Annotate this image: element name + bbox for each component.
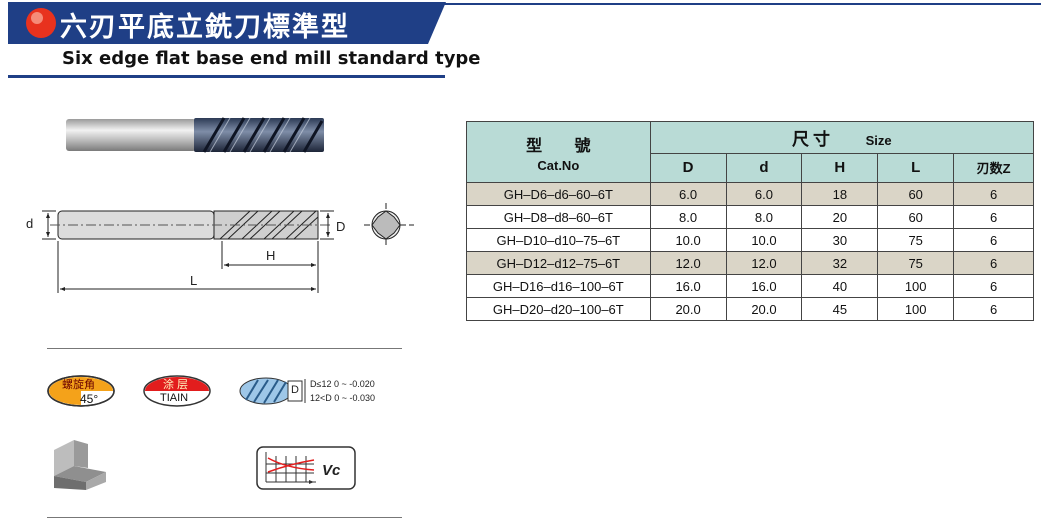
cell-cat: GH–D12–d12–75–6T [466, 251, 651, 275]
page-title: 六刃平底立銑刀標準型 [60, 12, 350, 43]
helix-angle-label: 螺旋角 [62, 379, 95, 391]
tolerance-line-2: 12<D 0 ~ -0.030 [310, 393, 376, 403]
top-rule [440, 3, 1041, 5]
cell-Z: 6 [953, 205, 1034, 229]
cell-D: 6.0 [649, 182, 727, 206]
table-row: GH–D16–d16–100–6T 16.0 16.0 40 100 6 [466, 274, 1034, 298]
cell-D: 8.0 [649, 205, 727, 229]
coating-value: TIAIN [160, 392, 189, 404]
cell-Z: 6 [953, 228, 1034, 252]
cell-cat: GH–D20–d20–100–6T [466, 297, 651, 321]
col-header-L: L [877, 152, 955, 184]
cutting-speed-label: Vc [322, 462, 341, 479]
header-cat-en: Cat.No [537, 157, 580, 173]
coating-label: 涂 层 [163, 379, 189, 391]
cell-Z: 6 [953, 251, 1034, 275]
cell-L: 60 [877, 182, 955, 206]
cell-D: 10.0 [649, 228, 727, 252]
divider-bottom [47, 517, 402, 518]
helix-angle-icon [47, 375, 115, 407]
page-subtitle: Six edge flat base end mill standard typ… [62, 48, 481, 69]
cell-d: 16.0 [725, 274, 803, 298]
cell-H: 30 [801, 228, 879, 252]
dim-label-d: d [26, 216, 34, 231]
cell-H: 20 [801, 205, 879, 229]
cutting-speed-icon [256, 446, 356, 490]
cell-L: 100 [877, 274, 955, 298]
col-header-H: H [801, 152, 879, 184]
table-row: GH–D10–d10–75–6T 10.0 10.0 30 75 6 [466, 228, 1034, 252]
dim-label-D: D [336, 219, 346, 234]
table-row: GH–D8–d8–60–6T 8.0 8.0 20 60 6 [466, 205, 1034, 229]
cell-d: 20.0 [725, 297, 803, 321]
cell-Z: 6 [953, 274, 1034, 298]
step-machining-icon [54, 440, 106, 490]
table-row: GH–D6–d6–60–6T 6.0 6.0 18 60 6 [466, 182, 1034, 206]
end-mill-photo [66, 117, 324, 153]
cell-H: 32 [801, 251, 879, 275]
cell-D: 20.0 [649, 297, 727, 321]
header-size: 尺寸 Size [649, 121, 1035, 154]
dim-label-H: H [266, 248, 276, 263]
divider-top [47, 348, 402, 349]
cell-Z: 6 [953, 182, 1034, 206]
cell-D: 12.0 [649, 251, 727, 275]
col-header-Z: 刃数Z [953, 152, 1034, 184]
col-header-d: d [725, 152, 803, 184]
cell-cat: GH–D16–d16–100–6T [466, 274, 651, 298]
subtitle-rule [8, 75, 445, 78]
cell-cat: GH–D6–d6–60–6T [466, 182, 651, 206]
cell-L: 75 [877, 228, 955, 252]
table-row: GH–D20–d20–100–6T 20.0 20.0 45 100 6 [466, 297, 1034, 321]
tolerance-mark: D [291, 384, 299, 396]
title-banner [8, 2, 446, 44]
cell-d: 12.0 [725, 251, 803, 275]
cell-d: 8.0 [725, 205, 803, 229]
cell-H: 45 [801, 297, 879, 321]
tolerance-icon [239, 377, 306, 405]
cell-L: 100 [877, 297, 955, 321]
header-size-cn: 尺寸 [792, 129, 834, 149]
col-header-D: D [649, 152, 727, 184]
cell-d: 10.0 [725, 228, 803, 252]
cell-cat: GH–D10–d10–75–6T [466, 228, 651, 252]
helix-angle-value: 45° [80, 392, 99, 406]
header-size-en: Size [865, 132, 892, 148]
table-row: GH–D12–d12–75–6T 12.0 12.0 32 75 6 [466, 251, 1034, 275]
cell-H: 18 [801, 182, 879, 206]
cell-Z: 6 [953, 297, 1034, 321]
cell-cat: GH–D8–d8–60–6T [466, 205, 651, 229]
cell-H: 40 [801, 274, 879, 298]
cell-D: 16.0 [649, 274, 727, 298]
dim-label-L: L [190, 273, 198, 288]
header-cat-no: 型 號 Cat.No [466, 121, 651, 183]
technical-drawing [42, 203, 414, 293]
cell-L: 75 [877, 251, 955, 275]
spec-table: 型 號 Cat.No 尺寸 Size D d H L 刃数Z GH–D6–d6–… [466, 121, 1035, 321]
coating-icon [143, 375, 211, 407]
header-cat-cn: 型 號 [526, 137, 605, 155]
cell-L: 60 [877, 205, 955, 229]
cell-d: 6.0 [725, 182, 803, 206]
tolerance-line-1: D≤12 0 ~ -0.020 [310, 379, 375, 389]
